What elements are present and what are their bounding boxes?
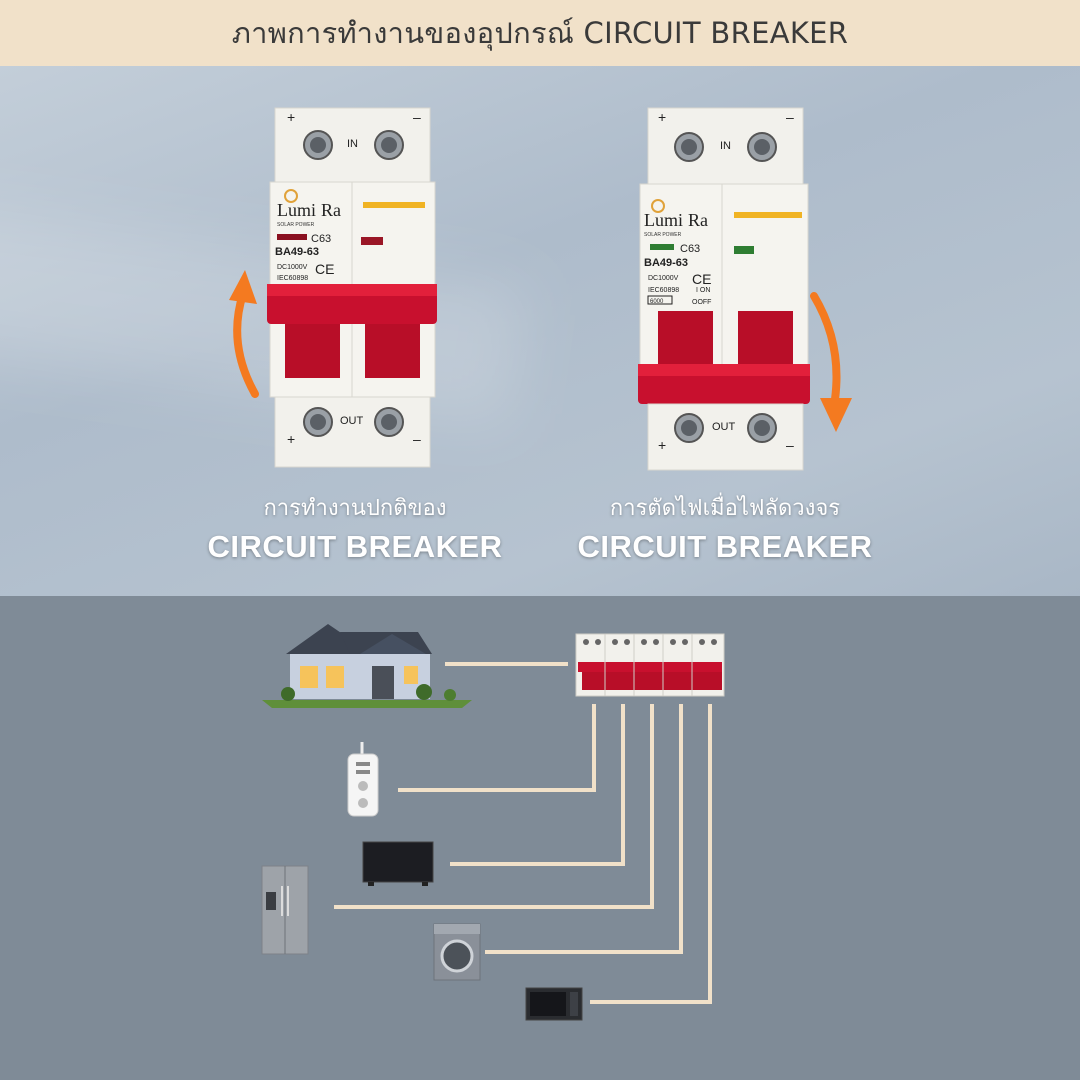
wires	[334, 662, 712, 1004]
svg-text:SOLAR POWER: SOLAR POWER	[644, 232, 682, 238]
svg-text:OUT: OUT	[712, 421, 736, 433]
svg-text:CE: CE	[692, 271, 711, 287]
svg-text:BA49-63: BA49-63	[644, 257, 688, 269]
svg-text:+: +	[287, 109, 295, 125]
microwave-icon	[525, 987, 583, 1021]
breaker-panel-icon	[575, 633, 725, 697]
svg-text:DC1000V: DC1000V	[277, 264, 308, 271]
caption-normal: การทำงานปกติของ CIRCUIT BREAKER	[190, 490, 520, 565]
caption-trip-en: CIRCUIT BREAKER	[577, 529, 873, 564]
caption-trip: การตัดไฟเมื่อไฟลัดวงจร CIRCUIT BREAKER	[560, 490, 890, 565]
svg-text:+: +	[287, 431, 295, 447]
svg-text:DC1000V: DC1000V	[648, 275, 679, 282]
svg-text:IN: IN	[347, 138, 358, 150]
svg-text:–: –	[413, 431, 421, 447]
svg-text:C63: C63	[311, 233, 331, 245]
svg-text:SOLAR POWER: SOLAR POWER	[277, 222, 315, 228]
breaker-comparison-panel: + – IN Lumi Ra SOLAR POWER C63 BA49-63 D…	[0, 66, 1080, 596]
refrigerator-icon	[261, 865, 309, 955]
arrow-up-icon	[233, 290, 259, 398]
svg-text:–: –	[786, 437, 794, 453]
svg-text:CE: CE	[315, 261, 334, 277]
svg-text:OOFF: OOFF	[692, 299, 711, 306]
svg-text:I ON: I ON	[696, 287, 710, 294]
svg-text:+: +	[658, 437, 666, 453]
svg-text:Ra: Ra	[688, 210, 708, 230]
svg-text:+: +	[658, 109, 666, 125]
title-bar: ภาพการทำงานของอุปกรณ์ CIRCUIT BREAKER	[0, 0, 1080, 66]
svg-text:Ra: Ra	[321, 200, 341, 220]
svg-text:C63: C63	[680, 243, 700, 255]
svg-text:–: –	[413, 109, 421, 125]
tv-icon	[362, 841, 434, 886]
svg-text:6000: 6000	[650, 299, 664, 305]
svg-text:BA49-63: BA49-63	[275, 246, 319, 258]
svg-text:Lumi: Lumi	[644, 210, 683, 230]
power-strip-icon	[347, 742, 379, 817]
svg-text:IEC60898: IEC60898	[277, 275, 308, 282]
svg-text:IEC60898: IEC60898	[648, 287, 679, 294]
breaker-on-image: + – IN Lumi Ra SOLAR POWER C63 BA49-63 D…	[229, 107, 437, 468]
washing-machine-icon	[433, 923, 481, 981]
arrow-down-icon	[810, 292, 841, 410]
page-title: ภาพการทำงานของอุปกรณ์ CIRCUIT BREAKER	[231, 16, 849, 50]
svg-text:Lumi: Lumi	[277, 200, 316, 220]
svg-text:OUT: OUT	[340, 415, 364, 427]
house-icon	[262, 624, 472, 708]
svg-text:IN: IN	[720, 140, 731, 152]
caption-normal-th: การทำงานปกติของ	[263, 496, 447, 521]
caption-normal-en: CIRCUIT BREAKER	[207, 529, 503, 564]
caption-trip-th: การตัดไฟเมื่อไฟลัดวงจร	[609, 496, 841, 521]
wiring-diagram-panel	[0, 596, 1080, 1080]
breaker-off-image: + – IN Lumi Ra SOLAR POWER C63 BA49-63 D…	[638, 107, 852, 471]
svg-text:–: –	[786, 109, 794, 125]
